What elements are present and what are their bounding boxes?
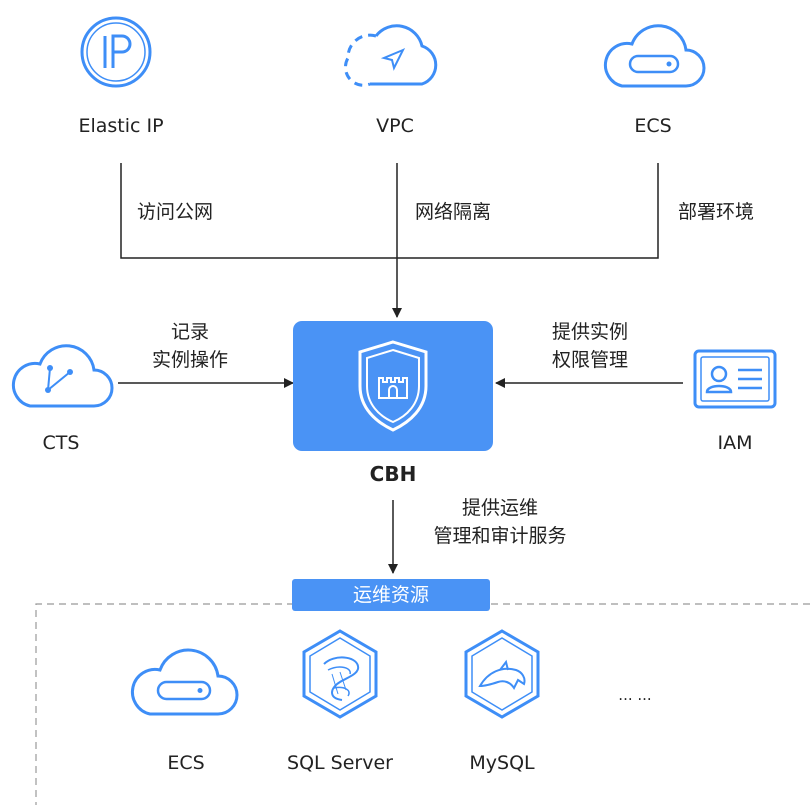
ecs-top-label: ECS [634,115,672,137]
ecs-resource-label: ECS [167,752,205,774]
cbh-shield-icon [358,340,428,432]
mysql-label: MySQL [469,752,535,774]
ecs-edge-label: 部署环境 [678,201,755,223]
cts-cloud-icon [11,344,114,408]
vpc-label: VPC [376,115,414,137]
vpc-edge-label: 网络隔离 [415,201,492,223]
elastic-ip-icon [80,16,152,88]
cts-edge-label-line2: 实例操作 [151,349,228,371]
more-resources-ellipsis: ... ... [618,686,652,704]
ecs-resource-cloud-icon [130,648,239,716]
elastic-ip-edge-label: 访问公网 [137,201,214,223]
cbh-down-edge-label-line1: 提供运维 [461,497,538,519]
sql-server-label: SQL Server [287,752,393,774]
iam-edge-label-line2: 权限管理 [551,349,628,371]
sql-server-icon [302,629,378,719]
ecs-cloud-icon [603,24,706,88]
resources-dashed-box [35,603,810,805]
vpc-cloud-icon [343,24,438,87]
cbh-down-edge-label-line2: 管理和审计服务 [433,525,567,547]
iam-card-icon [693,349,777,409]
top-bracket-line [120,163,659,259]
cbh-label: CBH [369,462,417,486]
mysql-icon [464,629,540,719]
elastic-ip-label: Elastic IP [78,115,164,137]
resources-title-badge: 运维资源 [292,579,490,611]
cts-edge-label-line1: 记录 [170,321,209,343]
iam-edge-label-line1: 提供实例 [551,321,628,343]
cts-label: CTS [42,432,80,454]
iam-label: IAM [717,432,753,454]
